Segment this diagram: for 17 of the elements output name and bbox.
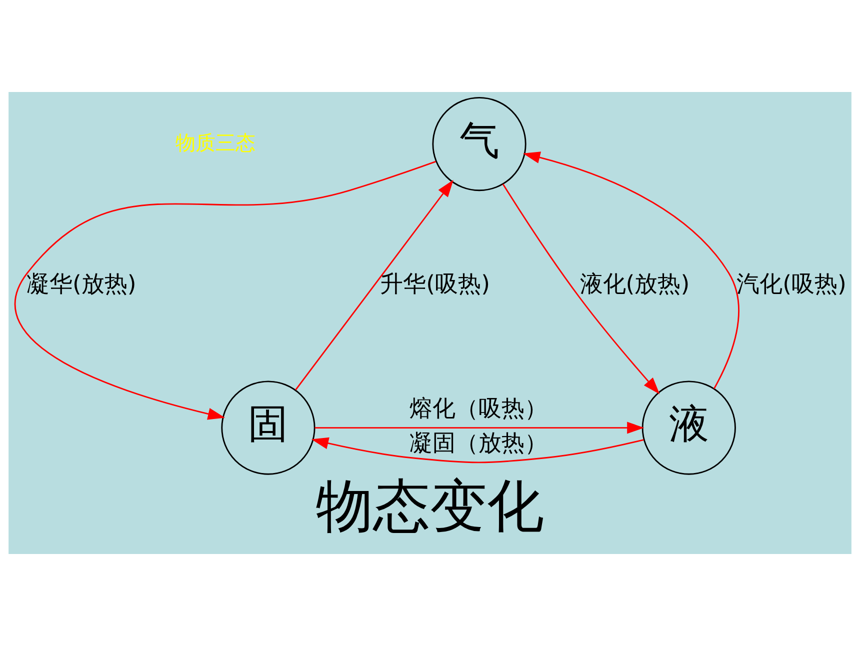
arrow xyxy=(502,183,660,394)
node-circle: 气 xyxy=(432,96,526,191)
edge-label: 液化(放热) xyxy=(580,270,690,297)
arrow xyxy=(311,436,644,463)
arrow xyxy=(522,151,740,389)
caption: 物态变化 xyxy=(316,472,544,539)
edge-label: 凝固（放热） xyxy=(410,430,548,456)
label: 物质三态 xyxy=(175,130,256,154)
arrow xyxy=(14,160,436,420)
edge-label: 熔化（吸热） xyxy=(410,396,548,422)
node-circle: 液 xyxy=(642,380,736,474)
node-circle: 固 xyxy=(221,380,316,474)
edge-label: 汽化(吸热) xyxy=(736,270,846,297)
arrow xyxy=(314,421,644,434)
arrow xyxy=(295,179,454,390)
edge-label: 升华(吸热) xyxy=(380,270,490,297)
edge-label: 凝华(放热) xyxy=(26,270,136,297)
